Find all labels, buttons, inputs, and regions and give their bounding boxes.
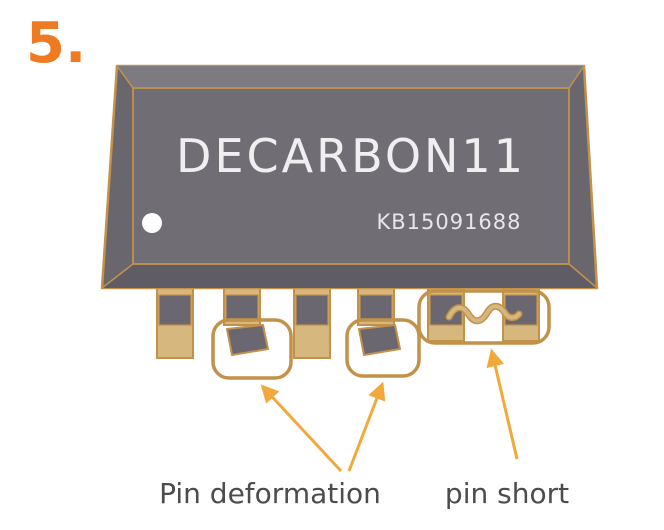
pin-deformation-arrow-right: [347, 381, 386, 472]
chip-title: DECARBON11: [176, 129, 526, 183]
pin-shoulder: [158, 294, 192, 326]
solder-bridge-icon: [447, 304, 521, 323]
pin-deformation-circle-left: [211, 318, 293, 380]
chip-body: DECARBON11 KB15091688: [100, 64, 599, 290]
pin-short-arrow: [486, 348, 519, 460]
pin-deformation-label: Pin deformation: [159, 477, 381, 510]
pin: [156, 286, 194, 359]
pin-short-label: pin short: [445, 477, 569, 510]
pin: [293, 286, 331, 359]
pin-shorted: [427, 286, 465, 342]
pin-short-circle: [417, 289, 551, 345]
chip-face: [132, 87, 570, 265]
chip-corner-line: [116, 65, 134, 89]
chip-corner-line: [568, 65, 585, 89]
pin-shoulder: [295, 294, 329, 326]
pin-deformation-circle-right: [345, 318, 421, 378]
bent-pin-tip: [226, 324, 269, 356]
bent-pin-tip: [358, 324, 401, 356]
pin-deformation-arrow-left: [260, 384, 343, 473]
chip-serial: KB15091688: [376, 210, 521, 234]
pin1-indicator-dot: [142, 213, 162, 233]
chip-top-bevel: [117, 66, 584, 88]
chip-bottom-bevel: [102, 264, 597, 288]
chip-corner-line: [568, 263, 598, 289]
pin-shoulder: [225, 294, 259, 320]
chip-corner-line: [101, 263, 134, 289]
step-number: 5.: [26, 11, 86, 76]
pin-shoulder: [359, 294, 393, 320]
